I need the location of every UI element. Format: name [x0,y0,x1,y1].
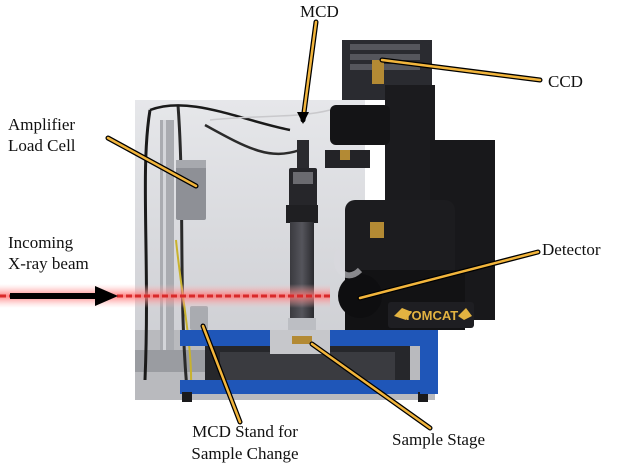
tomcat-logo-text: TOMCAT [404,308,458,323]
label-mcd: MCD [300,2,339,21]
overhead-cables [149,104,331,156]
label-sample-stage: Sample Stage [392,430,486,449]
label-amplifier-line2: Load Cell [8,136,76,155]
label-detector: Detector [542,240,601,259]
tomcat-logo: TOMCAT [388,302,474,328]
label-mcd-stand-line2: Sample Change [191,444,299,463]
label-mcd-stand-line1: MCD Stand for [192,422,298,441]
label-incoming-line1: Incoming [8,233,74,252]
label-amplifier-line1: Amplifier [8,115,76,134]
label-ccd: CCD [548,72,583,91]
xray-beam [0,284,330,308]
amplifier-load-cell [176,160,206,220]
label-incoming-line2: X-ray beam [8,254,89,273]
